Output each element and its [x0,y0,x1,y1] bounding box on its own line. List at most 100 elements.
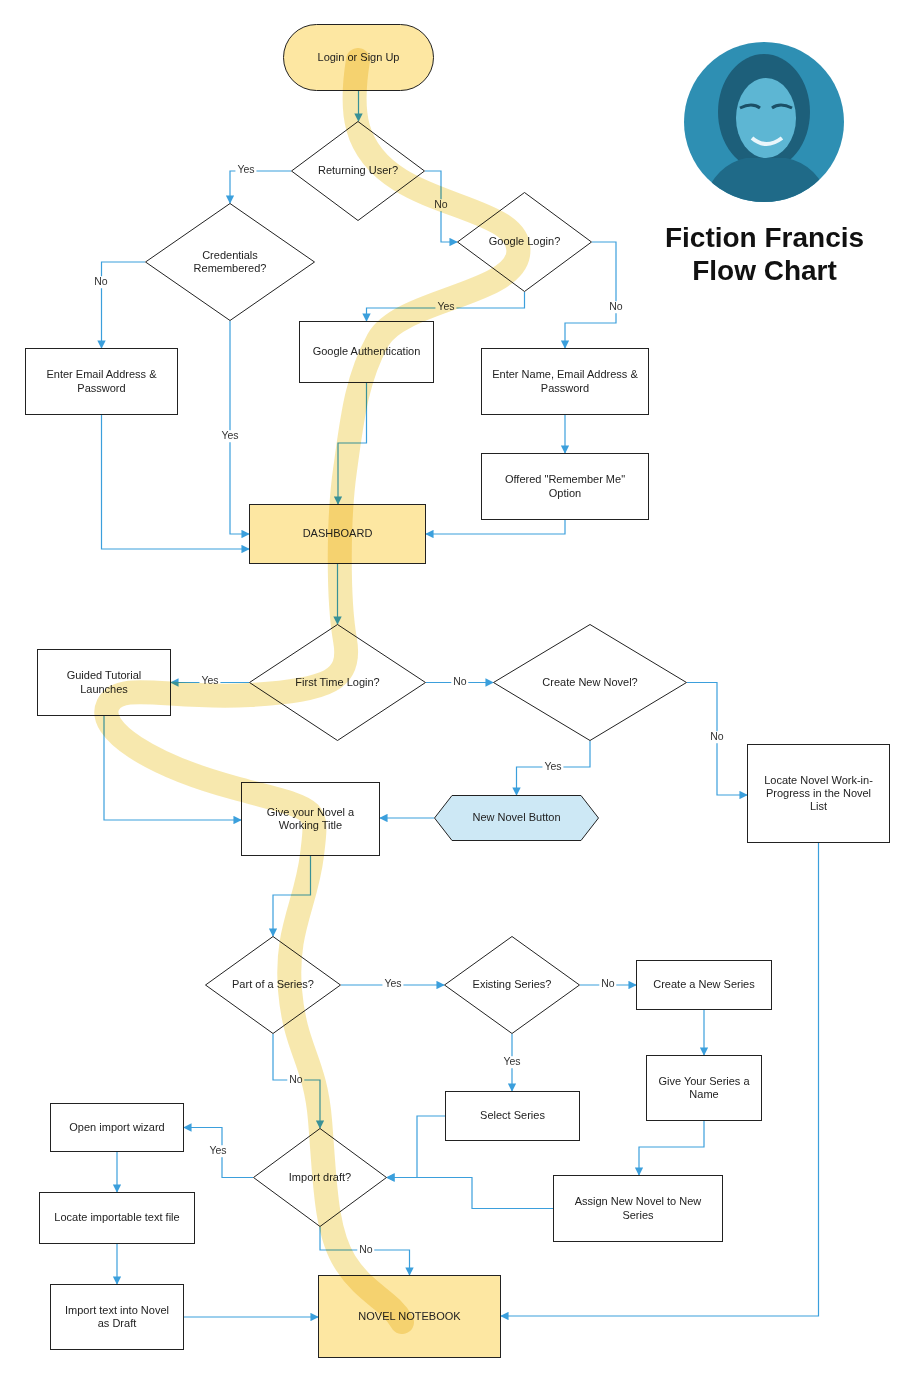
flow-connector [565,242,616,348]
flow-connector [230,321,249,534]
flow-connector [703,1010,704,1055]
decision-diamond: Part of a Series? [205,936,341,1034]
flow-connector [184,1316,318,1317]
node-text: Enter Email Address & Password [36,368,167,394]
edge-label: Yes [542,761,563,773]
decision-diamond: First Time Login? [249,624,426,741]
diamond-shape [206,937,341,1034]
terminal-pill: Login or Sign Up [283,24,434,91]
edge-label: Yes [435,301,456,313]
diamond-shape [250,625,426,741]
flow-connector [273,856,311,936]
node-text: Import draft? [289,1171,351,1184]
flow-connector [116,1244,117,1284]
avatar-eye [772,105,792,108]
node-text: Google Authentication [313,345,421,358]
edge-label: Yes [219,430,240,442]
avatar-smile [752,138,782,144]
edge-label: Yes [382,978,403,990]
node-text: Returning User? [318,164,398,177]
process-box: Google Authentication [299,321,434,383]
process-box: Give Your Series a Name [646,1055,762,1121]
node-text: Google Login? [489,235,561,248]
process-box: Assign New Novel to New Series [553,1175,723,1242]
title-holder: Fiction Francis Flow Chart [652,222,877,288]
flow-connector [517,741,591,795]
edge-label: No [607,301,624,313]
process-box: Offered "Remember Me" Option [481,453,649,520]
screen-box: NOVEL NOTEBOOK [318,1275,501,1358]
flow-connector [387,1178,553,1209]
edge-label: Yes [235,164,256,176]
screen-box: DASHBOARD [249,504,426,564]
node-text: Give your Novel a Working Title [252,806,369,832]
edge-label: No [599,978,616,990]
node-text: NOVEL NOTEBOOK [358,1310,460,1323]
button-hexagon: New Novel Button [434,795,599,841]
flow-connector [102,262,146,348]
node-text: Enter Name, Email Address & Password [492,368,638,394]
flow-connector [230,171,291,203]
process-box: Guided Tutorial Launches [37,649,171,716]
node-text: Create a New Series [653,978,755,991]
hexagon-shape [435,796,599,841]
flow-connector [380,817,434,818]
user-path-highlight [106,60,518,1322]
avatar-eye [740,105,760,108]
node-text: Open import wizard [69,1121,164,1134]
decision-diamond: Google Login? [457,192,592,292]
flow-connector [337,564,338,624]
edge-label: No [432,199,449,211]
flow-connector [338,383,367,504]
node-text: Create New Novel? [542,676,637,689]
node-text: DASHBOARD [303,527,373,540]
process-box: Import text into Novel as Draft [50,1284,184,1350]
process-box: Locate Novel Work-in-Progress in the Nov… [747,744,890,843]
process-box: Open import wizard [50,1103,184,1152]
flow-connector [102,415,250,549]
decision-diamond: Create New Novel? [493,624,687,741]
node-text: New Novel Button [472,811,560,824]
edge-label: No [92,276,109,288]
edge-label: No [708,731,725,743]
node-text: Existing Series? [473,978,552,991]
decision-diamond: Returning User? [291,121,425,221]
edge-label: Yes [199,675,220,687]
avatar-photo [684,42,844,210]
process-box: Select Series [445,1091,580,1141]
diamond-shape [494,625,687,741]
flow-connector [320,1227,410,1275]
diamond-shape [445,937,580,1034]
edge-label: No [357,1244,374,1256]
node-text: Select Series [480,1109,545,1122]
diamond-shape [254,1129,387,1227]
avatar-background [684,42,844,202]
flow-connector [367,292,525,321]
avatar-shoulders [700,158,832,210]
process-box: Create a New Series [636,960,772,1010]
diamond-shape [146,204,315,321]
flow-connector [116,1152,117,1192]
node-text: Guided Tutorial Launches [48,669,160,695]
node-text: Locate Novel Work-in-Progress in the Nov… [758,774,879,814]
node-text: Part of a Series? [232,978,314,991]
flow-connector [564,415,565,453]
flow-connector [104,716,241,820]
node-text: Locate importable text file [54,1211,179,1224]
node-text: First Time Login? [295,676,379,689]
avatar-face [736,78,796,158]
node-text: Offered "Remember Me" Option [492,473,638,499]
edge-label: No [287,1074,304,1086]
avatar-hair [718,54,810,170]
node-text: Credentials Remembered? [167,249,293,275]
diamond-shape [292,122,425,221]
node-text: Give Your Series a Name [657,1075,751,1101]
decision-diamond: Import draft? [253,1128,387,1227]
edge-label: Yes [207,1145,228,1157]
flow-connector [358,91,359,121]
node-text: Import text into Novel as Draft [61,1304,173,1330]
process-box: Enter Email Address & Password [25,348,178,415]
